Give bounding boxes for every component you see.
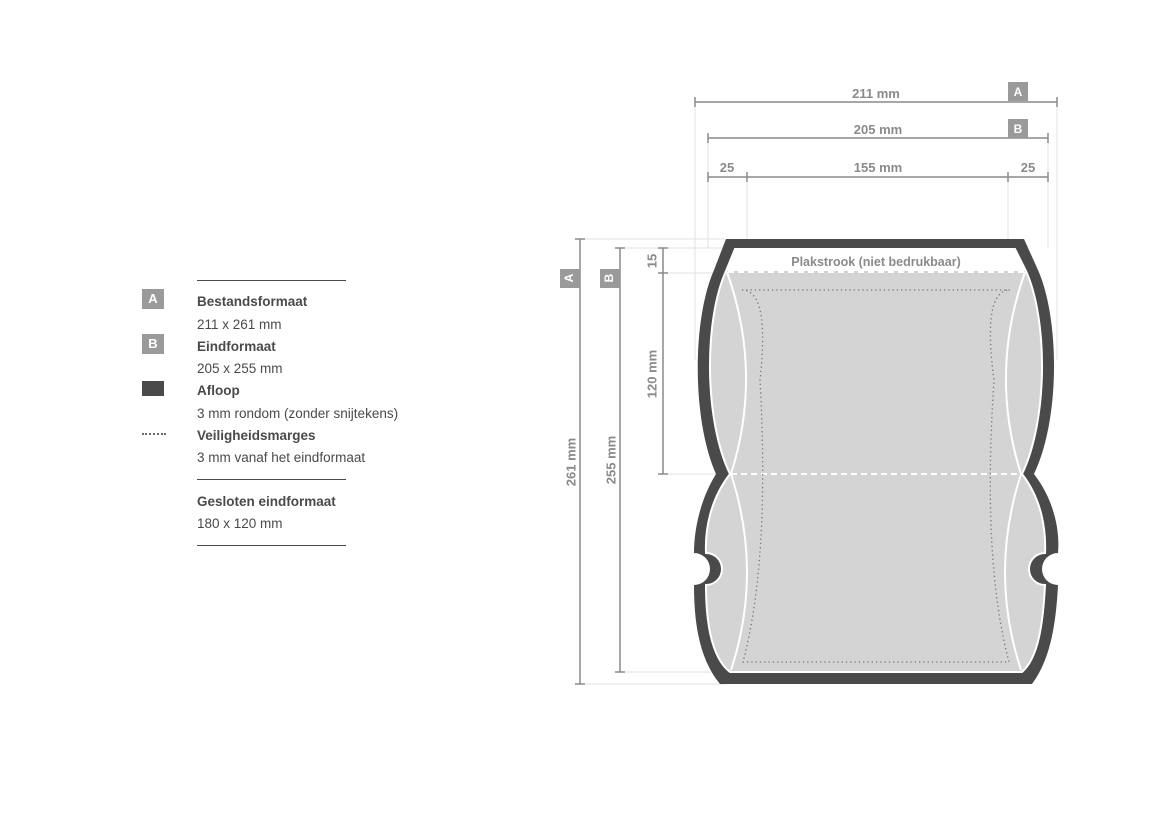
- dim-label-flap-right: 25: [1021, 160, 1035, 175]
- fold-lines: [726, 271, 1026, 671]
- legend-sub-bestandsformaat: 211 x 261 mm: [197, 317, 282, 332]
- dim-label-center: 155 mm: [854, 160, 902, 175]
- dim-badge-b-top: [1008, 119, 1028, 138]
- legend-rule-middle: [197, 479, 346, 480]
- dim-badge-b-left: [600, 269, 620, 288]
- dim-badge-a-top: [1008, 82, 1028, 101]
- glue-strip: [726, 249, 1025, 271]
- dim-badge-a-left: [560, 269, 580, 288]
- legend-title-bestandsformaat: Bestandsformaat: [197, 294, 308, 309]
- dim-label-height-b: 255 mm: [603, 436, 618, 484]
- legend-badge-b: B: [142, 334, 164, 354]
- legend-sub-afloop: 3 mm rondom (zonder snijtekens): [197, 406, 399, 421]
- legend-title-gesloten: Gesloten eindformaat: [197, 494, 336, 509]
- dim-label-width-b: 205 mm: [854, 122, 902, 137]
- legend-rule-bottom: [197, 545, 346, 546]
- legend-title-afloop: Afloop: [197, 383, 240, 398]
- bleed-swatch-icon: [142, 381, 164, 396]
- legend-badge-a: A: [142, 289, 164, 309]
- glue-strip-label: Plakstrook (niet bedrukbaar): [791, 255, 961, 269]
- dimension-lines: [575, 97, 1058, 685]
- legend-sub-veiligheidsmarges: 3 mm vanaf het eindformaat: [197, 450, 366, 465]
- dim-label-width-a: 211 mm: [852, 86, 900, 101]
- dim-label-height-a: 261 mm: [563, 438, 578, 486]
- legend-sub-eindformaat: 205 x 255 mm: [197, 361, 283, 376]
- legend-title-veiligheidsmarges: Veiligheidsmarges: [197, 428, 316, 443]
- dim-label-strip: 15: [644, 254, 659, 268]
- dim-label-flap-left: 25: [720, 160, 734, 175]
- trim-shape: [704, 248, 1047, 673]
- dim-label-panel: 120 mm: [644, 350, 659, 398]
- dim-badge-b-top-label: B: [1014, 122, 1023, 136]
- legend-rule-top: [197, 280, 346, 281]
- dim-badge-a-top-label: A: [1014, 85, 1023, 99]
- legend-sub-gesloten: 180 x 120 mm: [197, 516, 283, 531]
- legend-title-eindformaat: Eindformaat: [197, 339, 276, 354]
- dashed-fold-lines: [728, 271, 1024, 475]
- dotted-line-icon: [142, 433, 166, 435]
- dim-badge-a-left-label: A: [562, 273, 576, 282]
- dim-badge-b-left-label: B: [602, 273, 616, 282]
